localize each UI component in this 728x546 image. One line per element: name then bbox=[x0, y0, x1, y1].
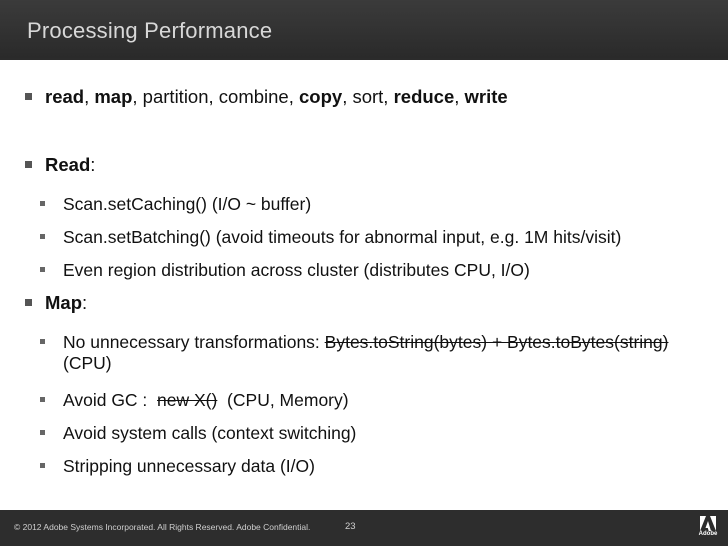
read-heading-colon: : bbox=[90, 154, 96, 175]
map-item-text: Avoid system calls (context switching) bbox=[63, 423, 357, 443]
struck-code: new X() bbox=[157, 390, 218, 410]
read-item-text: Scan.setCaching() (I/O ~ buffer) bbox=[63, 194, 312, 214]
map-item: Avoid GC : new X() (CPU, Memory) bbox=[40, 389, 349, 411]
small-square-bullet-icon bbox=[40, 233, 45, 239]
map-heading-label: Map bbox=[45, 292, 82, 313]
read-item: Scan.setCaching() (I/O ~ buffer) bbox=[40, 193, 311, 215]
map-item: Stripping unnecessary data (I/O) bbox=[40, 455, 315, 477]
small-square-bullet-icon bbox=[40, 338, 45, 344]
phase-read: read bbox=[45, 86, 85, 107]
map-heading-colon: : bbox=[82, 292, 88, 313]
map-item-text: Avoid GC : new X() (CPU, Memory) bbox=[63, 389, 349, 411]
copyright-notice: © 2012 Adobe Systems Incorporated. All R… bbox=[14, 522, 311, 532]
slide-title: Processing Performance bbox=[27, 18, 273, 43]
square-bullet-icon bbox=[25, 92, 32, 100]
small-square-bullet-icon bbox=[40, 462, 45, 468]
small-square-bullet-icon bbox=[40, 396, 45, 402]
bullet-read-heading: Read: bbox=[25, 154, 95, 176]
separator: , bbox=[84, 86, 95, 107]
read-item-text: Even region distribution across cluster … bbox=[63, 260, 530, 280]
phase-map: map bbox=[94, 86, 133, 107]
map-item: Avoid system calls (context switching) bbox=[40, 422, 356, 444]
bullet-phases: read, map, partition, combine, copy, sor… bbox=[25, 86, 508, 108]
map-item-text: Stripping unnecessary data (I/O) bbox=[63, 456, 315, 476]
avoid-gc-prefix: Avoid GC : bbox=[63, 390, 158, 410]
separator: , bbox=[454, 86, 465, 107]
small-square-bullet-icon bbox=[40, 429, 45, 435]
struck-code: Bytes.toString(bytes) + Bytes.toBytes(st… bbox=[324, 332, 669, 352]
square-bullet-icon bbox=[25, 298, 32, 306]
phase-write: write bbox=[464, 86, 508, 107]
no-transform-suffix: (CPU) bbox=[63, 353, 112, 373]
page-number: 23 bbox=[345, 521, 356, 532]
phases-middle-2: , sort, bbox=[342, 86, 394, 107]
read-heading-label: Read bbox=[45, 154, 91, 175]
read-item: Scan.setBatching() (avoid timeouts for a… bbox=[40, 226, 621, 248]
map-item: No unnecessary transformations: Bytes.to… bbox=[40, 331, 668, 353]
adobe-a-mark-icon bbox=[700, 516, 716, 531]
no-transform-prefix: No unnecessary transformations: bbox=[63, 332, 325, 352]
map-item-text: No unnecessary transformations: Bytes.to… bbox=[63, 331, 668, 353]
phases-middle: , partition, combine, bbox=[132, 86, 299, 107]
logo-wordmark: Adobe bbox=[698, 531, 718, 537]
adobe-logo-icon: Adobe bbox=[697, 516, 719, 540]
small-square-bullet-icon bbox=[40, 200, 45, 206]
avoid-gc-suffix: (CPU, Memory) bbox=[217, 390, 349, 410]
title-bar: Processing Performance bbox=[0, 0, 728, 60]
read-item-text: Scan.setBatching() (avoid timeouts for a… bbox=[63, 227, 622, 247]
read-heading-text: Read: bbox=[45, 154, 95, 176]
map-heading-text: Map: bbox=[45, 292, 87, 314]
square-bullet-icon bbox=[25, 160, 32, 168]
bullet-map-heading: Map: bbox=[25, 292, 87, 314]
small-square-bullet-icon bbox=[40, 266, 45, 272]
footer-bar: © 2012 Adobe Systems Incorporated. All R… bbox=[0, 510, 728, 546]
phase-reduce: reduce bbox=[393, 86, 455, 107]
read-item: Even region distribution across cluster … bbox=[40, 259, 530, 281]
phases-text: read, map, partition, combine, copy, sor… bbox=[45, 86, 508, 108]
phase-copy: copy bbox=[299, 86, 343, 107]
